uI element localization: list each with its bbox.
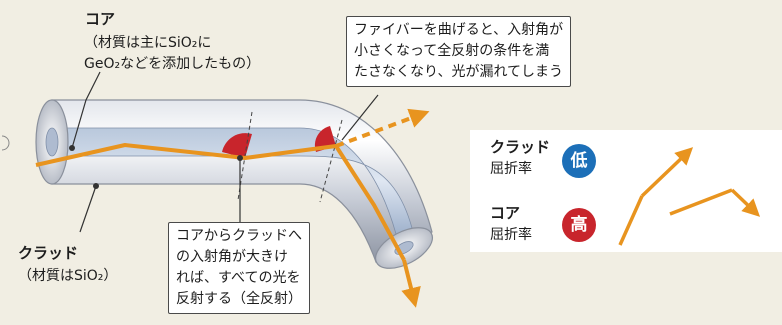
- cladding-leader: [79, 185, 97, 233]
- low-index-badge: 低: [562, 144, 596, 178]
- total-callout-line: コアからクラッドへ: [176, 228, 302, 244]
- bend-callout-line: ファイバーを曲げると、入射角が: [354, 22, 564, 38]
- legend-line-2: [640, 147, 694, 198]
- left-edge-mark: [1, 135, 10, 151]
- legend-line-3: [669, 188, 733, 216]
- angle-mark-total-reflection: [222, 133, 252, 158]
- cladding-note: （材質はSiO₂）: [18, 268, 118, 284]
- core-note-line1: （材質は主にSiO₂に: [84, 35, 212, 51]
- bend-leak-callout: ファイバーを曲げると、入射角が 小さくなって全反射の条件を満 たさなくなり、光が…: [346, 16, 572, 87]
- core-leader: [71, 71, 101, 149]
- total-callout-line: の入射角が大きけ: [176, 249, 288, 265]
- legend-line-1: [618, 195, 644, 246]
- legend-line-4: [730, 188, 761, 217]
- bend-callout-line: たさなくなり、光が漏れてしまう: [354, 64, 564, 80]
- core-end-left: [45, 127, 59, 157]
- light-ray-path: [35, 143, 337, 167]
- bend-callout-leader: [341, 94, 379, 141]
- normal-line-2: [319, 119, 343, 203]
- core-leader-dot: [69, 145, 75, 151]
- total-callout-line: 反射する（全反射）: [176, 291, 302, 307]
- total-reflection-callout: コアからクラッドへ の入射角が大きけ れば、すべての光を 反射する（全反射）: [168, 222, 310, 314]
- light-ray-down: [401, 259, 421, 308]
- high-index-badge: 高: [562, 208, 596, 242]
- total-callout-line: れば、すべての光を: [176, 270, 301, 286]
- legend-cladding-sub: 屈折率: [490, 161, 532, 177]
- light-ray-reflected: [334, 144, 406, 261]
- total-callout-dot: [237, 155, 243, 161]
- cladding-title: クラッド: [18, 244, 79, 262]
- legend-cladding-title: クラッド: [490, 138, 551, 156]
- refractive-index-legend: クラッド 屈折率 低 コア 屈折率 高: [470, 130, 782, 252]
- legend-ray-sketch: [618, 147, 761, 246]
- bend-callout-line: 小さくなって全反射の条件を満: [354, 43, 550, 59]
- light-ray-leak: [335, 108, 430, 148]
- legend-core-sub: 屈折率: [490, 227, 532, 243]
- core-title: コア: [85, 10, 116, 28]
- core-note-line2: GeO₂などを添加したもの）: [84, 56, 261, 72]
- cladding-leader-dot: [93, 183, 99, 189]
- legend-core-title: コア: [490, 204, 521, 222]
